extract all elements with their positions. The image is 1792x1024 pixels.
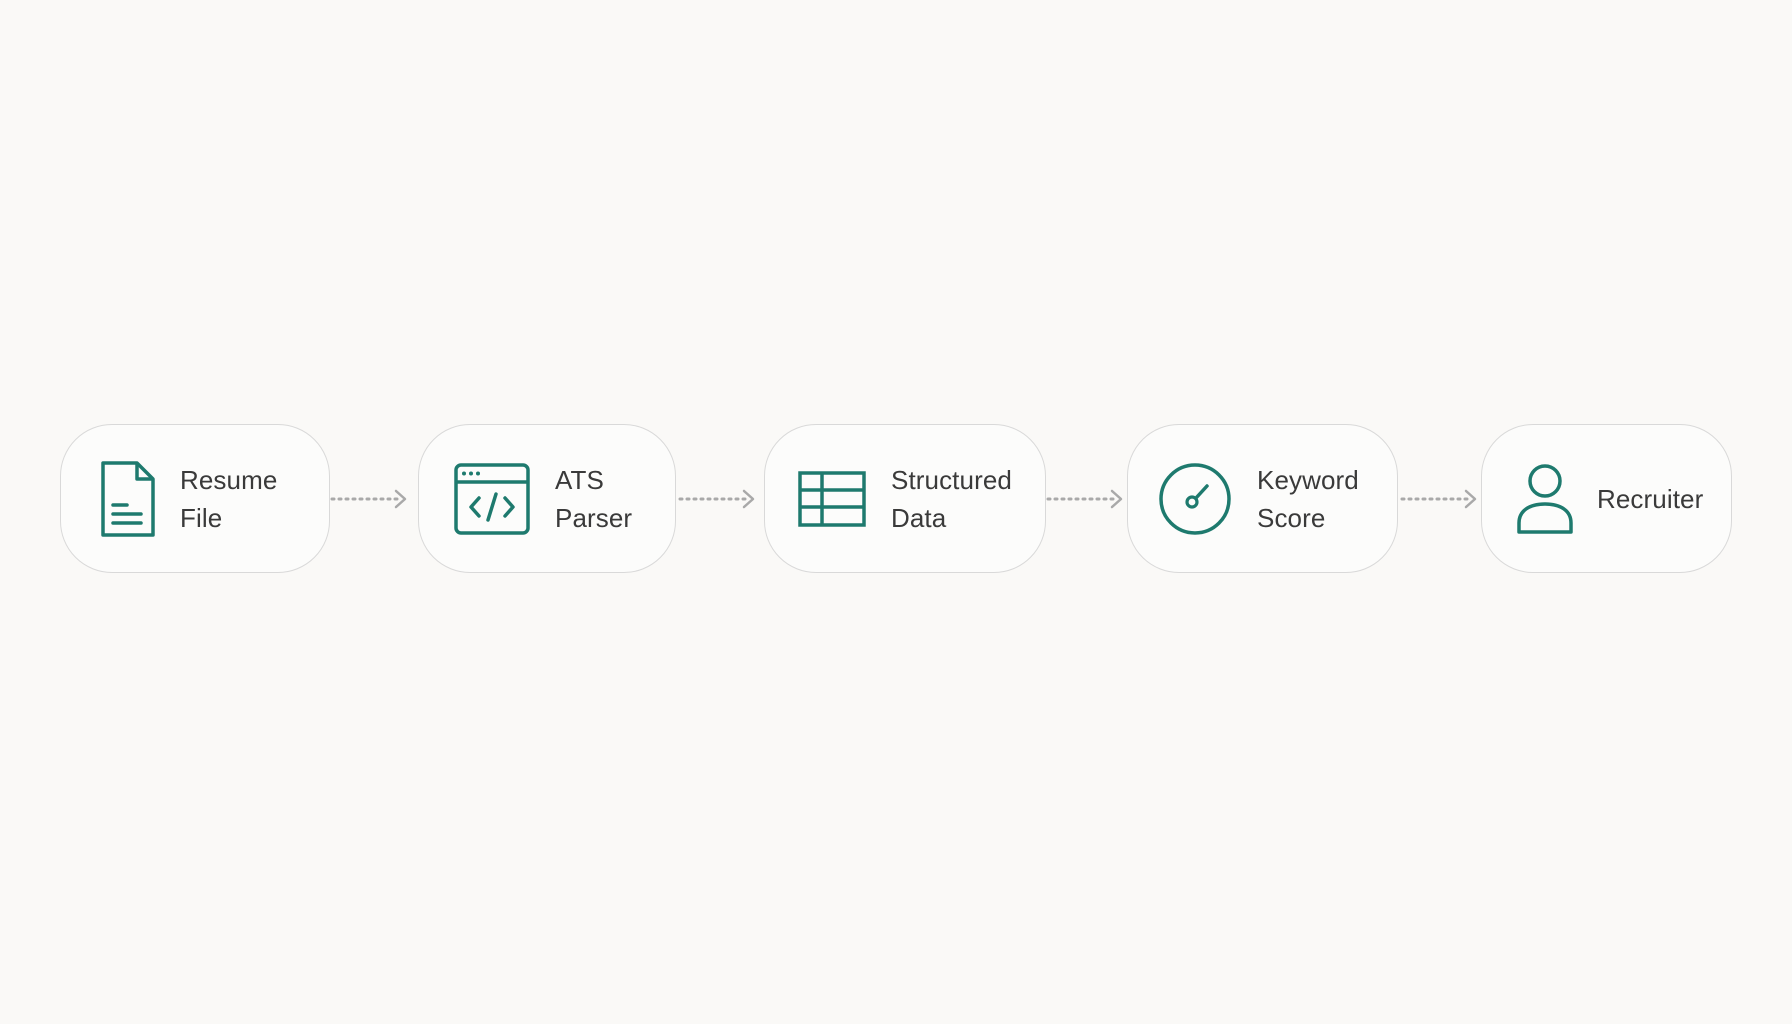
node-label: Keyword Score — [1257, 461, 1359, 537]
label-line-2: File — [180, 502, 223, 533]
flow-arrow — [1046, 489, 1123, 509]
label-line-1: ATS — [555, 464, 604, 495]
label-line-1: Resume — [180, 464, 278, 495]
node-label: Recruiter — [1597, 480, 1703, 518]
user-icon — [1515, 463, 1575, 535]
code-window-icon — [453, 462, 531, 536]
label-line-1: Keyword — [1257, 464, 1359, 495]
label-line-2: Score — [1257, 502, 1326, 533]
gauge-icon — [1158, 462, 1232, 536]
node-keyword-score: Keyword Score — [1127, 424, 1398, 573]
label-line-1: Structured — [891, 464, 1012, 495]
flow-arrow — [678, 489, 755, 509]
flow-arrow — [330, 489, 407, 509]
node-structured-data: Structured Data — [764, 424, 1046, 573]
node-ats-parser: ATS Parser — [418, 424, 676, 573]
label-line-1: Recruiter — [1597, 483, 1704, 514]
document-icon — [99, 459, 157, 539]
node-label: Structured Data — [891, 461, 1012, 537]
node-label: Resume File — [180, 461, 277, 537]
label-line-2: Data — [891, 502, 947, 533]
node-recruiter: Recruiter — [1481, 424, 1732, 573]
label-line-2: Parser — [555, 502, 633, 533]
node-resume-file: Resume File — [60, 424, 330, 573]
table-grid-icon — [797, 470, 867, 528]
node-label: ATS Parser — [555, 461, 632, 537]
flow-arrow — [1400, 489, 1477, 509]
